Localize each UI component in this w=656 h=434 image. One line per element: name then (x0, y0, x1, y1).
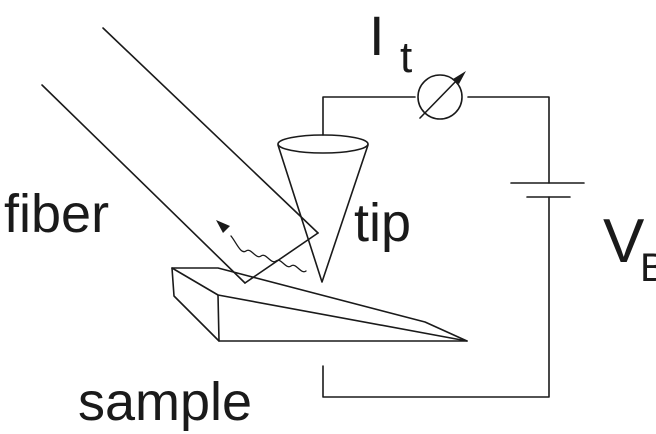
current-label: I (369, 4, 385, 67)
circuit-wires (322, 96, 550, 398)
battery-icon (510, 182, 585, 198)
tip-label: tip (354, 193, 411, 253)
current-subscript-label: t (400, 33, 412, 82)
sample-block (171, 267, 468, 342)
voltage-label: V (603, 207, 645, 276)
voltage-subscript-label: B (640, 246, 656, 290)
fiber-label: fiber (4, 184, 109, 244)
ammeter-icon (417, 71, 466, 120)
sample-label: sample (78, 372, 252, 432)
wavy-arrow-icon (216, 220, 307, 273)
fiber (41, 27, 319, 284)
